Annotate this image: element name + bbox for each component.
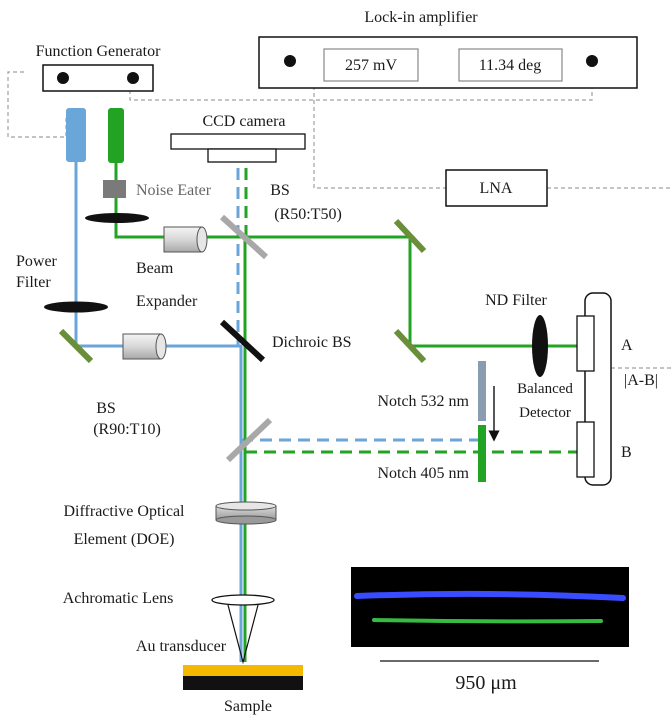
ccd-label: CCD camera: [202, 113, 285, 130]
ccd-camera: CCD camera: [170, 113, 306, 163]
camera-image-green-line: [372, 618, 603, 624]
ccd-sensor: [207, 148, 277, 163]
beam-expander-green: [163, 226, 208, 253]
scale-bar-label: 950 μm: [455, 672, 517, 694]
nd-filter-label: ND Filter: [485, 292, 547, 309]
photodiode-b: [576, 421, 595, 478]
nd-filter: [532, 315, 548, 377]
lockin-readout-2: 11.34 deg: [479, 57, 542, 74]
lna-label: LNA: [480, 180, 513, 197]
noise-eater-label: Noise Eater: [136, 182, 212, 199]
detector-a-label: A: [621, 337, 633, 354]
lockin-title: Lock-in amplifier: [364, 9, 478, 26]
blue-laser: [66, 108, 86, 162]
green-laser: [108, 108, 124, 163]
mirror-top-right: [393, 218, 427, 254]
function-generator-label: Function Generator: [36, 43, 162, 60]
focus-cone: [227, 604, 259, 665]
sample-substrate: [183, 676, 303, 690]
beamsplitter-r50-t50: [219, 214, 269, 260]
lockin-display-2: [458, 48, 563, 82]
notch-405-filter: [478, 425, 486, 482]
dichroic-beamsplitter: [219, 319, 266, 363]
lockin-box: [258, 36, 638, 89]
lna-box: [445, 169, 548, 207]
beam-label: Beam: [136, 260, 174, 277]
detector-label: Detector: [519, 405, 571, 421]
notch-532-filter: [478, 361, 486, 421]
doe-label-line2: Element (DOE): [74, 531, 175, 548]
mirror-nd-path: [393, 328, 427, 364]
bs-label-top: BS: [270, 182, 290, 199]
lockin-display-1: [323, 48, 419, 82]
bs-ratio-bottom: (R90:T10): [93, 421, 161, 438]
beam-expander-blue: [122, 333, 167, 360]
notch-532-label: Notch 532 nm: [377, 393, 469, 410]
green-filter: [85, 213, 149, 223]
sample-label: Sample: [224, 698, 272, 715]
function-generator-port-right: [127, 72, 139, 84]
bs-ratio-top: (R50:T50): [274, 206, 342, 223]
photodiode-a: [576, 315, 595, 372]
mirror-bottom-left: [58, 328, 94, 364]
diffractive-optical-element: [215, 501, 277, 525]
achromatic-lens: [211, 594, 275, 606]
camera-image-inset: [351, 567, 629, 647]
lockin-left-port: [284, 55, 296, 67]
camera-image-blue-line: [354, 590, 626, 601]
lockin-readout-1: 257 mV: [345, 57, 397, 74]
balanced-label: Balanced: [517, 381, 573, 397]
doe-label-line1: Diffractive Optical: [64, 503, 186, 520]
function-generator: Function Generator: [36, 43, 162, 92]
function-generator-port-left: [57, 72, 69, 84]
lockin-amplifier: Lock-in amplifier 257 mV 11.34 deg: [258, 9, 638, 89]
detector-b-label: B: [621, 444, 632, 461]
dichroic-label: Dichroic BS: [272, 334, 352, 351]
power-label: Power: [16, 253, 58, 270]
ccd-body: [170, 133, 306, 150]
notch-405-label: Notch 405 nm: [377, 465, 469, 482]
balanced-detector: A |A-B| B Balanced Detector: [517, 292, 658, 486]
expander-label: Expander: [136, 293, 198, 310]
filter-label: Filter: [16, 274, 51, 291]
achromatic-label: Achromatic Lens: [63, 590, 174, 607]
au-transducer-layer: [183, 665, 303, 676]
bs-label-bottom: BS: [96, 400, 116, 417]
au-transducer-label: Au transducer: [136, 638, 227, 655]
lockin-right-port: [586, 55, 598, 67]
power-filter: [44, 301, 108, 313]
beamsplitter-r90-t10: [225, 417, 273, 463]
noise-eater: [103, 180, 126, 198]
detector-ab-label: |A-B|: [624, 372, 658, 389]
camera-image-background: [351, 567, 629, 647]
